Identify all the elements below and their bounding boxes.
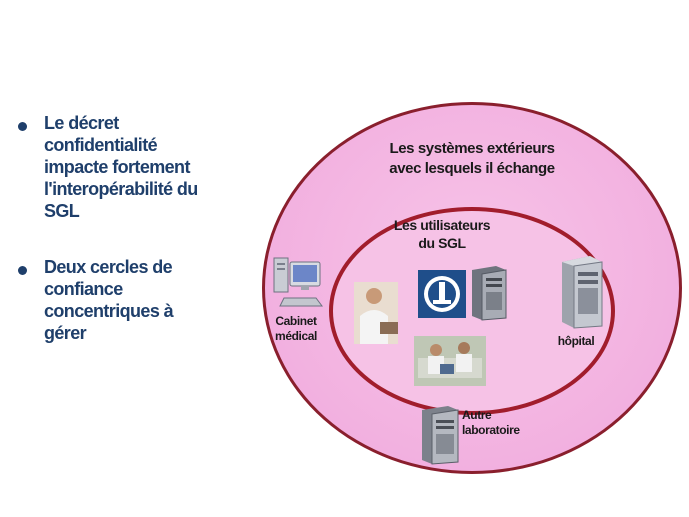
desktop-computer-icon [273, 257, 323, 307]
concentric-circles-diagram: Les systèmes extérieurs avec lesquels il… [262, 102, 682, 474]
bullet-item: Le décret confidentialité impacte fortem… [18, 112, 238, 222]
node-label-hopital: hôpital [557, 334, 595, 348]
server-tower-icon [472, 266, 507, 321]
laboratory-logo-icon [418, 270, 466, 318]
node-label-cabinet: Cabinet médical [275, 314, 317, 343]
lab-technicians-photo-icon [414, 336, 486, 386]
server-tower-icon [562, 256, 603, 329]
bullet-text: Le décret confidentialité impacte fortem… [44, 113, 198, 221]
bullet-text: Deux cercles de confiance concentriques … [44, 257, 174, 343]
inner-circle-label: Les utilisateurs du SGL [393, 217, 491, 251]
bullet-item: Deux cercles de confiance concentriques … [18, 256, 238, 344]
bullet-dot-icon [18, 122, 27, 131]
outer-circle-label: Les systèmes extérieurs avec lesquels il… [389, 140, 555, 177]
node-label-autre-laboratoire: Autre laboratoire [462, 408, 520, 437]
bullet-dot-icon [18, 266, 27, 275]
server-tower-icon [422, 406, 459, 465]
bullet-list: Le décret confidentialité impacte fortem… [18, 112, 238, 378]
doctor-photo-icon [354, 282, 398, 344]
